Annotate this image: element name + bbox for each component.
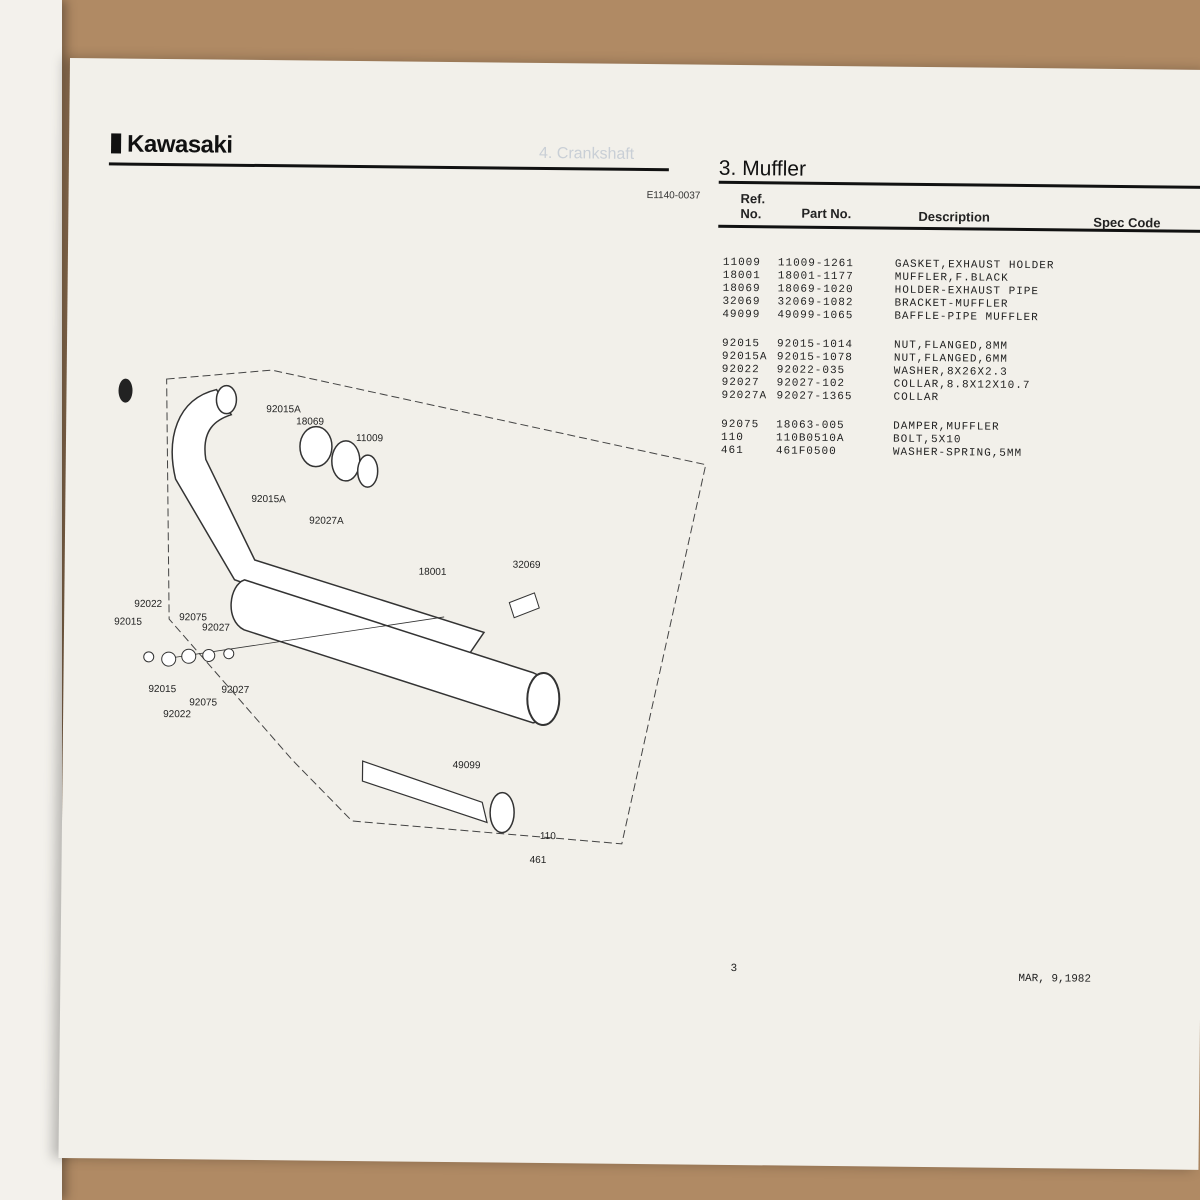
description: BRACKET-MUFFLER [894,297,1009,311]
part-no: 92027-102 [776,377,846,391]
part-no: 92015-1078 [776,351,853,365]
muffler-body [230,579,553,724]
part-no: 18063-005 [776,419,845,433]
ref-no: 92027A [721,389,768,403]
ref-no: 110 [720,431,744,445]
callout-label: 92027A [309,515,344,527]
callout-label: 18001 [418,566,447,578]
callout-label: 461 [529,854,547,867]
page-number: 3 [730,962,738,976]
callout-label: 92015 [148,683,177,696]
part-no: 92027-1365 [776,390,853,404]
header-spec-code: Spec Code [1093,214,1161,231]
part-no: 18069-1020 [777,283,854,297]
callout-label: 92015 [114,616,142,628]
header-part-no: Part No. [801,205,852,222]
gasket [356,454,379,488]
callout-label: 49099 [452,760,481,772]
description: NUT,FLANGED,6MM [893,352,1008,366]
part-no: 11009-1261 [777,257,854,271]
part-no: 32069-1082 [777,296,854,310]
header-description: Description [918,208,990,225]
header-ref-no: Ref. No. [740,191,766,222]
holder-exhaust-pipe [299,425,333,468]
baffle-pipe [361,760,488,824]
table-top-rule [718,180,1200,190]
callout-label: 110 [539,830,556,843]
callout-label: 92027 [221,684,250,696]
callout-label: 92015A [266,404,301,416]
ref-no: 18069 [722,282,761,296]
ref-no: 92015A [721,350,768,364]
part-no: 110B0510A [775,432,845,446]
ref-no: 92015 [721,337,761,351]
collar [331,440,361,482]
ref-no: 11009 [722,256,761,270]
part-no: 461F0500 [775,445,837,459]
callout-label: 92075 [189,697,218,709]
callout-label: 92022 [163,709,191,721]
ref-no: 92075 [721,418,760,432]
description: HOLDER-EXHAUST PIPE [894,284,1040,299]
description: COLLAR [893,391,940,405]
description: NUT,FLANGED,8MM [893,339,1009,353]
description: WASHER,8X26X2.3 [893,365,1008,379]
previous-page-edge [0,0,62,1200]
ref-no: 49099 [722,308,761,322]
description: MUFFLER,F.BLACK [894,271,1009,285]
description: DAMPER,MUFFLER [893,420,1000,434]
description: BOLT,5X10 [892,433,962,447]
description: WASHER-SPRING,5MM [892,446,1023,460]
ref-no: 92027 [721,376,760,390]
callout-label: 92022 [134,598,163,610]
callout-label: 18069 [296,416,325,428]
bracket-muffler [508,592,540,619]
ref-no: 92022 [721,363,760,377]
part-no: 92015-1014 [776,338,854,352]
ref-no: 18001 [722,269,761,283]
callout-label: 11009 [355,433,384,445]
catalog-page: Kawasaki 4. Crankshaft E1140-0037 3. Muf… [58,58,1200,1170]
muffler-outlet [526,671,561,726]
muffler-exploded-diagram [143,369,707,845]
ref-no: 32069 [722,295,761,309]
ref-no: 461 [720,444,744,458]
print-date: MAR, 9,1982 [1018,972,1092,986]
part-no: 92022-035 [776,364,846,378]
callout-label: 92015A [251,493,286,506]
callout-label: 92027 [201,622,230,634]
part-no: 18001-1177 [777,270,854,284]
callout-label: 32069 [512,559,541,571]
description: BAFFLE-PIPE MUFFLER [894,310,1039,325]
description: COLLAR,8.8X12X10.7 [893,378,1031,393]
description: GASKET,EXHAUST HOLDER [894,258,1055,273]
part-no: 49099-1065 [777,309,854,323]
section-title: 3. Muffler [718,156,807,181]
